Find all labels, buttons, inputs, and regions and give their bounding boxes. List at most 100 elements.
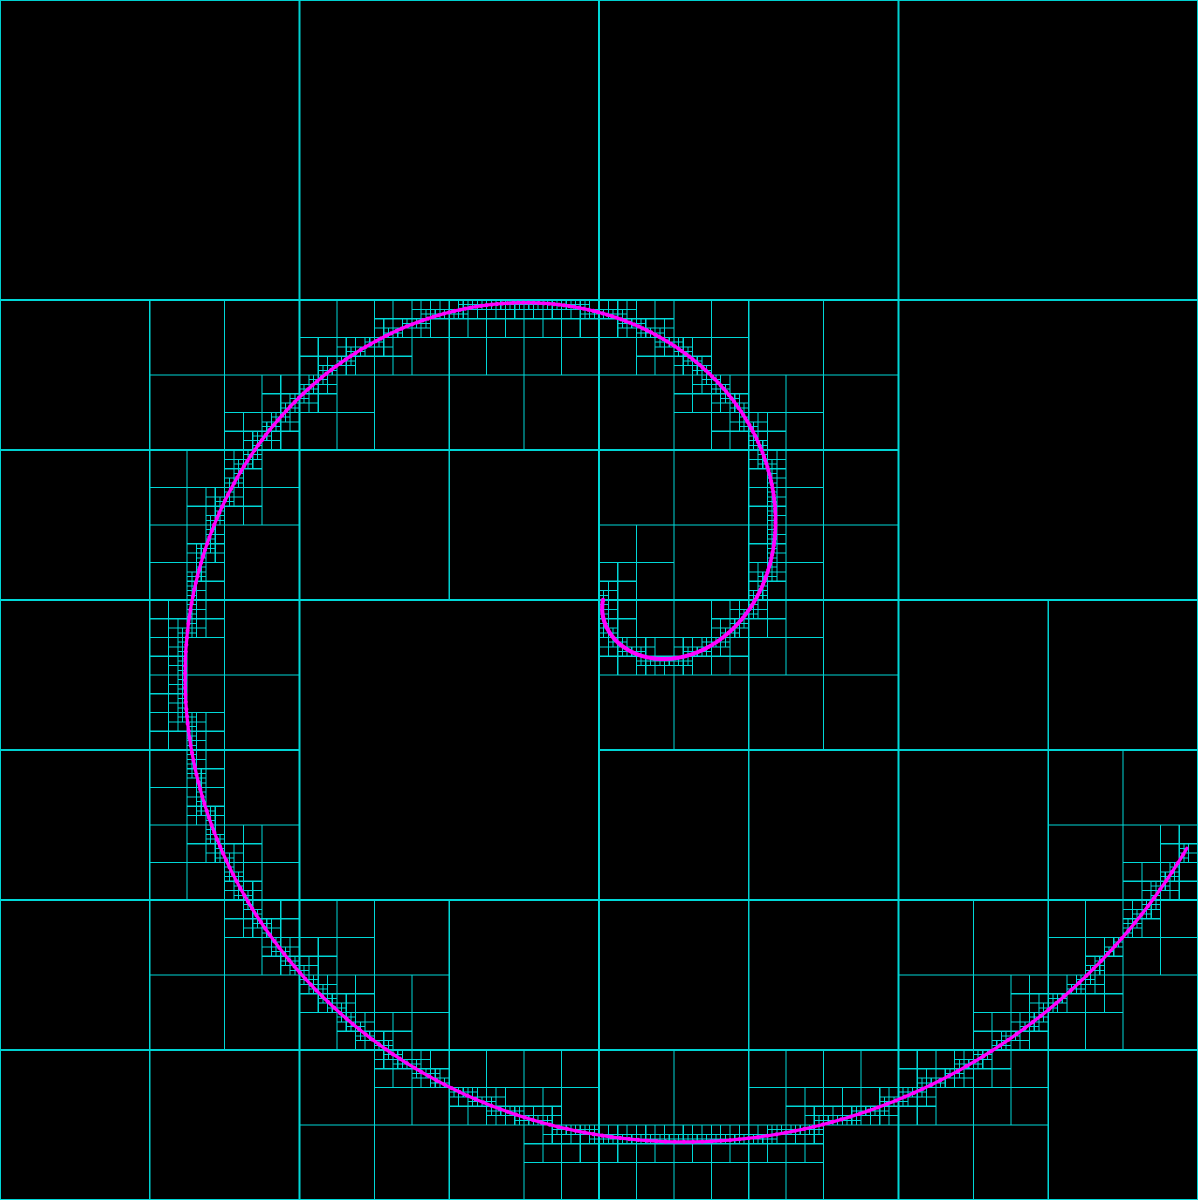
spiral-dot [191,758,196,763]
spiral-dot [187,614,192,620]
spiral-dot [668,341,674,346]
spiral-dot [473,1097,478,1102]
spiral-dot [184,642,189,647]
spiral-dot [770,486,775,491]
spiral-dot [183,692,188,697]
spiral-dot [248,453,253,458]
spiral-dot [1098,959,1103,964]
spiral-dot [217,510,222,515]
spiral-dot [282,952,287,957]
spiral-dot [188,743,193,748]
spiral-dot [383,1047,388,1052]
spiral-dot [222,498,228,503]
spiral-dot [185,721,190,726]
spiral-dot [751,429,756,434]
spiral-dot [350,1021,355,1027]
spiral-dot [600,1133,605,1138]
spiral-dot [586,307,591,312]
spiral-dot [200,554,206,559]
spiral-dot [218,844,223,849]
spiral-dot [186,621,191,626]
spiral-dot [263,432,268,437]
spiral-dot [277,945,282,950]
spiral-dot [769,479,774,484]
spiral-dot [691,1139,696,1144]
spiral-dot [830,1119,835,1125]
spiral-dot [772,500,777,505]
spiral-dot [279,413,284,418]
spiral-dot [811,1124,816,1129]
spiral-dot [731,399,737,404]
spiral-dot [225,492,231,497]
spiral-dot [187,736,192,741]
spiral-dot [463,306,468,311]
spiral-dot [765,1133,770,1138]
spiral-dot [709,374,715,379]
spiral-dot [415,320,420,325]
spiral-dot [259,437,265,443]
spiral-dot [522,1115,527,1120]
spiral-dot [773,530,778,535]
spiral-dot [186,728,191,734]
spiral-dot [1054,1001,1059,1006]
spiral-dot [754,436,759,441]
spiral-dot [521,300,526,305]
spiral-dot [664,339,670,344]
spiral-dot [209,823,214,828]
spiral-dot [465,1093,470,1098]
spiral-dot [246,899,251,905]
spiral-dot [212,522,217,527]
spiral-dot [215,837,220,842]
spiral-dot [431,314,436,319]
spiral-dot [653,332,658,337]
spiral-dot [755,1135,761,1140]
spiral-dot [1030,1020,1035,1025]
spiral-dot [457,1089,462,1095]
spiral-dot [726,392,732,398]
spiral-dot [772,503,778,508]
spiral-dot [738,409,744,414]
spiral-dot [228,486,234,491]
spiral-dot [184,635,189,640]
spiral-dot [573,1128,578,1133]
spiral-dot [426,1074,432,1079]
spiral-dot [343,357,348,362]
spiral-dot [193,580,198,586]
spiral-dot [489,1103,494,1108]
spiral-dot [449,1086,454,1091]
spiral-dot [773,513,778,518]
spiral-dot [595,310,601,315]
spiral-dot [718,383,723,388]
spiral-dot [267,932,272,938]
spiral-dot [676,346,681,351]
spiral-dot [252,448,257,453]
spiral-dot [185,628,190,633]
spiral-dot [202,547,208,553]
spiral-dot [955,1069,960,1074]
spiral-dot [221,851,226,856]
spiral-dot [773,523,778,529]
spiral-dot [1139,912,1144,917]
spiral-dot [479,303,484,308]
spiral-dot [989,1048,994,1053]
spiral-dot [556,1124,561,1129]
spiral-dot [481,1100,486,1105]
spiral-dot [194,772,199,777]
spiral-dot [242,893,247,898]
spiral-dot [712,377,718,382]
spiral-dot [250,906,255,911]
spiral-dot [344,1016,349,1021]
spiral-dot [245,458,250,463]
spiral-dot [728,1138,733,1143]
spiral-dot [348,354,353,359]
spiral-dot [920,1086,925,1091]
spiral-dot [636,324,641,329]
spiral-dot [556,302,562,307]
spiral-dot [700,365,705,370]
spiral-dot [764,461,769,466]
spiral-dot [238,469,243,474]
spiral-dot [353,350,358,356]
spiral-dot [284,408,289,414]
spiral-dot [1091,966,1096,971]
